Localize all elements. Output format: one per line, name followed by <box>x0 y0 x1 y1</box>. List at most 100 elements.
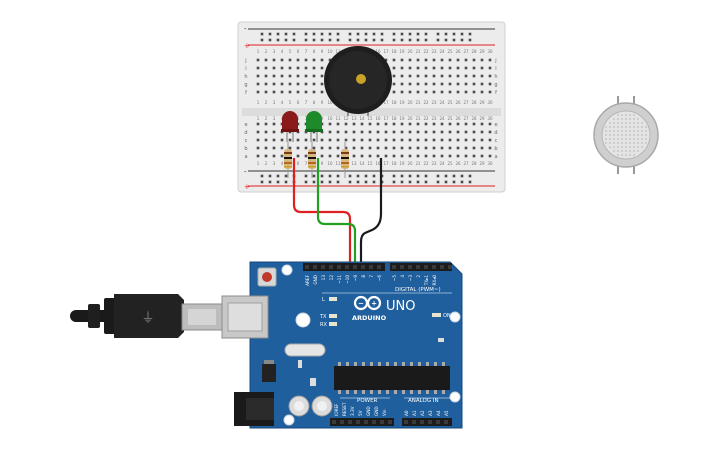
breadboard-hole[interactable] <box>320 90 324 94</box>
breadboard-hole[interactable] <box>376 146 380 150</box>
breadboard-hole[interactable] <box>468 180 472 184</box>
breadboard-hole[interactable] <box>368 122 372 126</box>
breadboard-hole[interactable] <box>356 180 360 184</box>
breadboard-hole[interactable] <box>392 180 396 184</box>
breadboard-hole[interactable] <box>328 130 332 134</box>
breadboard-hole[interactable] <box>280 74 284 78</box>
breadboard-hole[interactable] <box>432 58 436 62</box>
header-pin-hole[interactable] <box>380 420 384 424</box>
breadboard-hole[interactable] <box>268 32 272 36</box>
breadboard-hole[interactable] <box>416 180 420 184</box>
breadboard-hole[interactable] <box>380 38 384 42</box>
header-pin-hole[interactable] <box>332 420 336 424</box>
breadboard-hole[interactable] <box>424 32 428 36</box>
breadboard-hole[interactable] <box>456 154 460 158</box>
breadboard-hole[interactable] <box>408 180 412 184</box>
breadboard-hole[interactable] <box>452 38 456 42</box>
breadboard-hole[interactable] <box>360 146 364 150</box>
breadboard-hole[interactable] <box>304 58 308 62</box>
wire-black[interactable] <box>359 158 383 268</box>
breadboard-hole[interactable] <box>304 82 308 86</box>
header-pin-hole[interactable] <box>424 265 428 269</box>
breadboard-hole[interactable] <box>368 138 372 142</box>
breadboard-hole[interactable] <box>304 174 308 178</box>
breadboard-hole[interactable] <box>336 138 340 142</box>
breadboard-hole[interactable] <box>424 90 428 94</box>
breadboard-hole[interactable] <box>480 154 484 158</box>
breadboard-hole[interactable] <box>456 90 460 94</box>
breadboard-hole[interactable] <box>264 154 268 158</box>
breadboard-hole[interactable] <box>448 130 452 134</box>
breadboard-hole[interactable] <box>488 58 492 62</box>
breadboard-hole[interactable] <box>304 32 308 36</box>
breadboard-hole[interactable] <box>448 154 452 158</box>
breadboard-hole[interactable] <box>256 138 260 142</box>
breadboard-hole[interactable] <box>456 122 460 126</box>
breadboard-hole[interactable] <box>392 32 396 36</box>
breadboard-hole[interactable] <box>372 38 376 42</box>
breadboard-hole[interactable] <box>416 174 420 178</box>
breadboard-hole[interactable] <box>448 82 452 86</box>
breadboard-hole[interactable] <box>480 58 484 62</box>
breadboard-hole[interactable] <box>408 122 412 126</box>
breadboard-hole[interactable] <box>432 146 436 150</box>
breadboard-hole[interactable] <box>296 58 300 62</box>
header-pin-hole[interactable] <box>444 420 448 424</box>
breadboard-hole[interactable] <box>292 32 296 36</box>
breadboard-hole[interactable] <box>356 174 360 178</box>
breadboard-hole[interactable] <box>364 38 368 42</box>
breadboard-hole[interactable] <box>296 90 300 94</box>
breadboard-hole[interactable] <box>320 58 324 62</box>
breadboard-hole[interactable] <box>464 130 468 134</box>
breadboard-hole[interactable] <box>424 74 428 78</box>
breadboard-hole[interactable] <box>460 174 464 178</box>
breadboard-hole[interactable] <box>480 82 484 86</box>
breadboard-hole[interactable] <box>392 58 396 62</box>
breadboard-hole[interactable] <box>488 122 492 126</box>
breadboard-hole[interactable] <box>320 154 324 158</box>
breadboard-hole[interactable] <box>320 32 324 36</box>
breadboard-hole[interactable] <box>440 58 444 62</box>
breadboard-hole[interactable] <box>464 154 468 158</box>
breadboard-hole[interactable] <box>448 122 452 126</box>
breadboard-hole[interactable] <box>312 90 316 94</box>
breadboard-hole[interactable] <box>392 90 396 94</box>
breadboard-hole[interactable] <box>416 130 420 134</box>
breadboard-hole[interactable] <box>440 138 444 142</box>
breadboard-hole[interactable] <box>432 66 436 70</box>
led-green[interactable] <box>305 111 323 142</box>
breadboard-hole[interactable] <box>424 38 428 42</box>
breadboard-hole[interactable] <box>336 130 340 134</box>
breadboard-hole[interactable] <box>312 38 316 42</box>
breadboard-hole[interactable] <box>444 174 448 178</box>
breadboard-hole[interactable] <box>392 66 396 70</box>
breadboard-hole[interactable] <box>380 32 384 36</box>
breadboard-hole[interactable] <box>376 138 380 142</box>
breadboard-hole[interactable] <box>260 174 264 178</box>
breadboard-hole[interactable] <box>276 32 280 36</box>
breadboard-hole[interactable] <box>432 154 436 158</box>
header-pin-hole[interactable] <box>364 420 368 424</box>
breadboard-hole[interactable] <box>328 180 332 184</box>
breadboard-hole[interactable] <box>488 82 492 86</box>
breadboard-hole[interactable] <box>440 82 444 86</box>
breadboard-hole[interactable] <box>408 74 412 78</box>
breadboard-hole[interactable] <box>400 146 404 150</box>
breadboard-hole[interactable] <box>256 130 260 134</box>
breadboard-hole[interactable] <box>336 146 340 150</box>
breadboard-hole[interactable] <box>268 180 272 184</box>
header-pin-hole[interactable] <box>416 265 420 269</box>
breadboard-hole[interactable] <box>280 138 284 142</box>
breadboard-hole[interactable] <box>448 74 452 78</box>
resistor-2[interactable] <box>308 142 316 178</box>
resistor-3[interactable] <box>341 142 349 178</box>
breadboard-hole[interactable] <box>400 38 404 42</box>
breadboard-hole[interactable] <box>392 38 396 42</box>
breadboard-hole[interactable] <box>288 58 292 62</box>
breadboard-hole[interactable] <box>304 66 308 70</box>
breadboard-hole[interactable] <box>344 138 348 142</box>
breadboard-hole[interactable] <box>464 122 468 126</box>
wire-red[interactable] <box>292 158 352 268</box>
breadboard-hole[interactable] <box>288 66 292 70</box>
breadboard-hole[interactable] <box>264 90 268 94</box>
